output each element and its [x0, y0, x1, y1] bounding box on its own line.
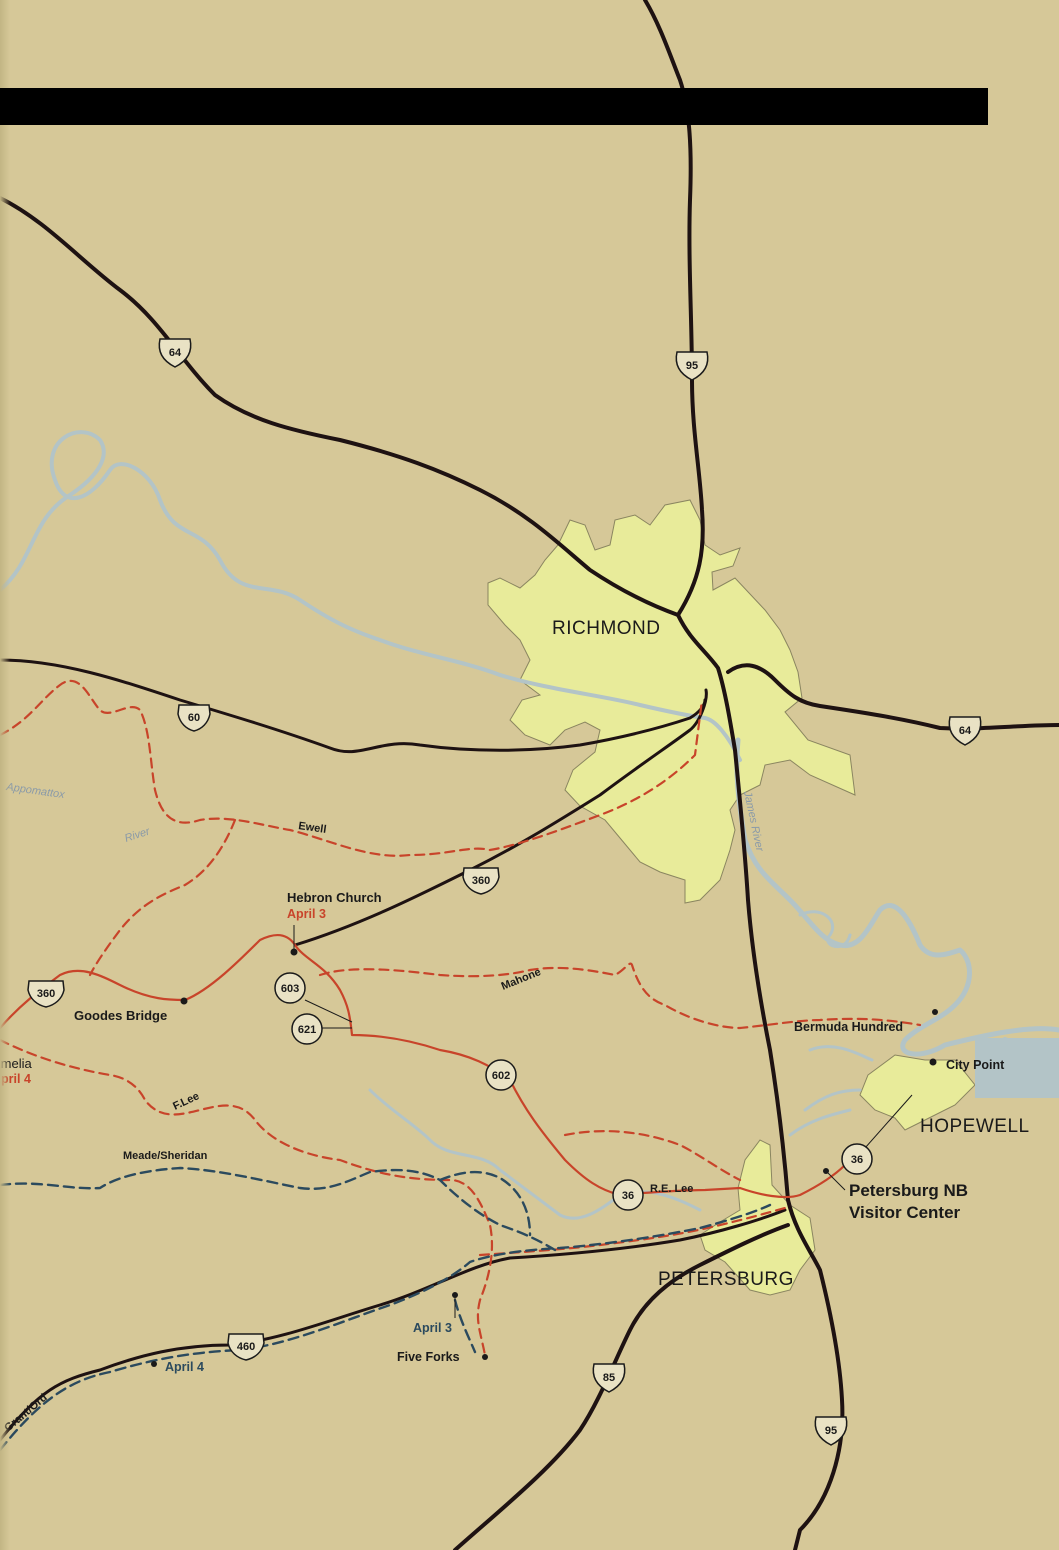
- us-360-shield-west-number: 360: [37, 988, 55, 1000]
- hopewell-urban-area: [859, 1054, 976, 1131]
- location-dots: [151, 948, 938, 1367]
- ewell-route: [0, 679, 704, 857]
- va-36-shield-west-number: 36: [622, 1190, 634, 1202]
- union-parallel-red: [478, 1206, 787, 1257]
- appomattox-river-label: Appomattox: [5, 781, 66, 801]
- va-603-shield-number: 603: [281, 983, 299, 995]
- va-36-shield-east: 36: [841, 1143, 873, 1175]
- us-360-shield-north-number: 360: [472, 875, 490, 887]
- visitor-center-label-line2: Visitor Center: [849, 1203, 961, 1222]
- mahone-route: [318, 962, 922, 1030]
- i-95-south: [676, 613, 845, 1550]
- appomattox-lower-river: [788, 1045, 874, 1137]
- james-river-oxbow: [798, 910, 852, 948]
- us-460: [0, 1208, 787, 1442]
- i-95-shield-south-number: 95: [825, 1425, 837, 1437]
- richmond-label: RICHMOND: [552, 618, 661, 639]
- goodes-bridge-dot: [180, 997, 188, 1005]
- city-point-label: City Point: [946, 1058, 1005, 1072]
- hebron-church-dot: [290, 948, 298, 956]
- union-routes: [0, 1166, 772, 1452]
- i-64-shield-east-number: 64: [959, 725, 972, 737]
- va-621-shield-number: 621: [298, 1024, 316, 1036]
- shield-603-leader: [304, 999, 353, 1023]
- meade-sheridan-route-label: Meade/Sheridan: [123, 1150, 208, 1162]
- us-360-shield-west: 360: [27, 980, 65, 1008]
- us-60-shield: 60: [177, 704, 211, 732]
- april4-blue-label: April 4: [165, 1360, 204, 1374]
- james-river: [734, 737, 1059, 1057]
- hebron-date-label: April 3: [287, 907, 326, 921]
- page-edge-shadow: [0, 0, 10, 1550]
- mahone-route-label: Mahone: [500, 966, 543, 993]
- us-360-shield-north: 360: [462, 867, 500, 895]
- ewell-branch: [88, 818, 237, 977]
- us-60-shield-number: 60: [188, 712, 200, 724]
- grant-ord-route: [0, 1203, 772, 1452]
- leader-lines: [293, 925, 913, 1318]
- city-point-dot: [929, 1058, 937, 1066]
- i-95-shield-north-number: 95: [686, 360, 698, 372]
- i-64-shield-north-number: 64: [169, 347, 182, 359]
- i-95-north: [643, 0, 705, 617]
- swift-creek: [368, 1088, 702, 1220]
- meade-sheridan-route: [0, 1166, 557, 1252]
- visitor-center-leader: [825, 1170, 846, 1191]
- f-lee-route-label: F.Lee: [171, 1090, 201, 1113]
- us-60: [0, 658, 707, 754]
- bermuda-hundred-dot: [932, 1009, 938, 1015]
- i-85: [453, 1223, 790, 1550]
- i-95-shield-south: 95: [814, 1416, 848, 1446]
- bermuda-hundred-label: Bermuda Hundred: [794, 1020, 903, 1034]
- goodes-bridge-label: Goodes Bridge: [74, 1008, 167, 1023]
- confederate-dashed-routes: [0, 679, 922, 1357]
- va-602-shield: 602: [485, 1059, 517, 1091]
- i-64-shield-east: 64: [948, 716, 982, 746]
- shield-36-leader: [864, 1094, 913, 1149]
- appomattox-upper-river: [0, 430, 742, 762]
- visitor-center-label-line1: Petersburg NB: [849, 1181, 968, 1200]
- hebron-church-label: Hebron Church: [287, 890, 382, 905]
- va-602-shield-number: 602: [492, 1070, 510, 1082]
- james-river-bay: [975, 1038, 1059, 1098]
- petersburg-urban-area: [699, 1139, 816, 1296]
- header-black-bar: [0, 88, 988, 125]
- us-460-shield: 460: [227, 1333, 265, 1361]
- meade-loop: [438, 1170, 532, 1237]
- april4-dot: [151, 1361, 157, 1367]
- va-621-shield: 621: [291, 1013, 323, 1045]
- appomattox-river-word-label: River: [123, 825, 152, 845]
- re-lee-branch: [563, 1130, 742, 1182]
- i-95-shield-north: 95: [675, 351, 709, 381]
- va-603-shield: 603: [274, 972, 306, 1004]
- richmond-urban-area: [487, 499, 856, 904]
- i-85-shield: 85: [592, 1363, 626, 1393]
- i-64-west: [0, 196, 680, 617]
- confederate-routes: [0, 933, 847, 1199]
- va-36-shield-west: 36: [612, 1179, 644, 1211]
- us-460-shield-number: 460: [237, 1341, 255, 1353]
- re-lee-route-label: R.E. Lee: [650, 1183, 693, 1195]
- va-36-shield-east-number: 36: [851, 1154, 863, 1166]
- i-64-east: [726, 663, 1059, 731]
- ewell-route-label: Ewell: [298, 820, 328, 836]
- re-lee-route: [0, 933, 847, 1199]
- i-85-shield-number: 85: [603, 1372, 615, 1384]
- us-360-spur: [293, 688, 708, 947]
- hopewell-label: HOPEWELL: [920, 1116, 1030, 1137]
- f-lee-route: [0, 1038, 494, 1357]
- april3-blue-label: April 3: [413, 1321, 452, 1335]
- five-forks-label: Five Forks: [397, 1350, 460, 1364]
- petersburg-label: PETERSBURG: [658, 1269, 794, 1290]
- five-forks-dot: [482, 1354, 488, 1360]
- i-64-shield-north: 64: [158, 338, 192, 368]
- grant-ord-spur: [453, 1298, 477, 1354]
